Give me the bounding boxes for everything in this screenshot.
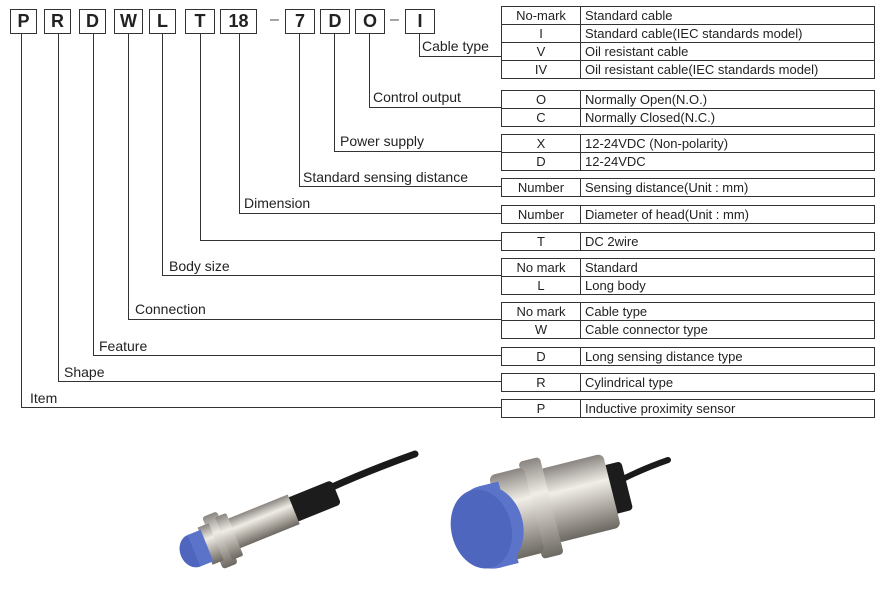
code-segment-7: 7 [285,9,315,34]
small-proximity-sensor-image [179,450,419,569]
label-connection: Connection [135,301,206,317]
code-segment-r: R [44,9,71,34]
label-dimension: Dimension [244,195,311,211]
label-sensing-distance: Standard sensing distance [303,169,468,185]
separator-1: – [270,11,279,28]
code-segment-o: O [355,9,385,34]
code-segment-l: L [149,9,176,34]
label-item: Item [30,390,58,406]
label-feature: Feature [99,338,148,354]
label-body-size: Body size [169,258,230,274]
label-control-output: Control output [373,89,461,105]
code-segment-i: I [405,9,435,34]
code-segment-18: 18 [220,9,257,34]
code-segment-t: T [185,9,215,34]
code-segment-d2: D [320,9,350,34]
label-cable-type: Cable type [422,38,489,54]
large-proximity-sensor-image [450,454,671,569]
code-segment-d: D [79,9,106,34]
label-shape: Shape [64,364,105,380]
code-segment-p: P [10,9,37,34]
label-power-supply: Power supply [340,133,425,149]
separator-2: – [390,11,399,28]
code-segment-w: W [114,9,143,34]
